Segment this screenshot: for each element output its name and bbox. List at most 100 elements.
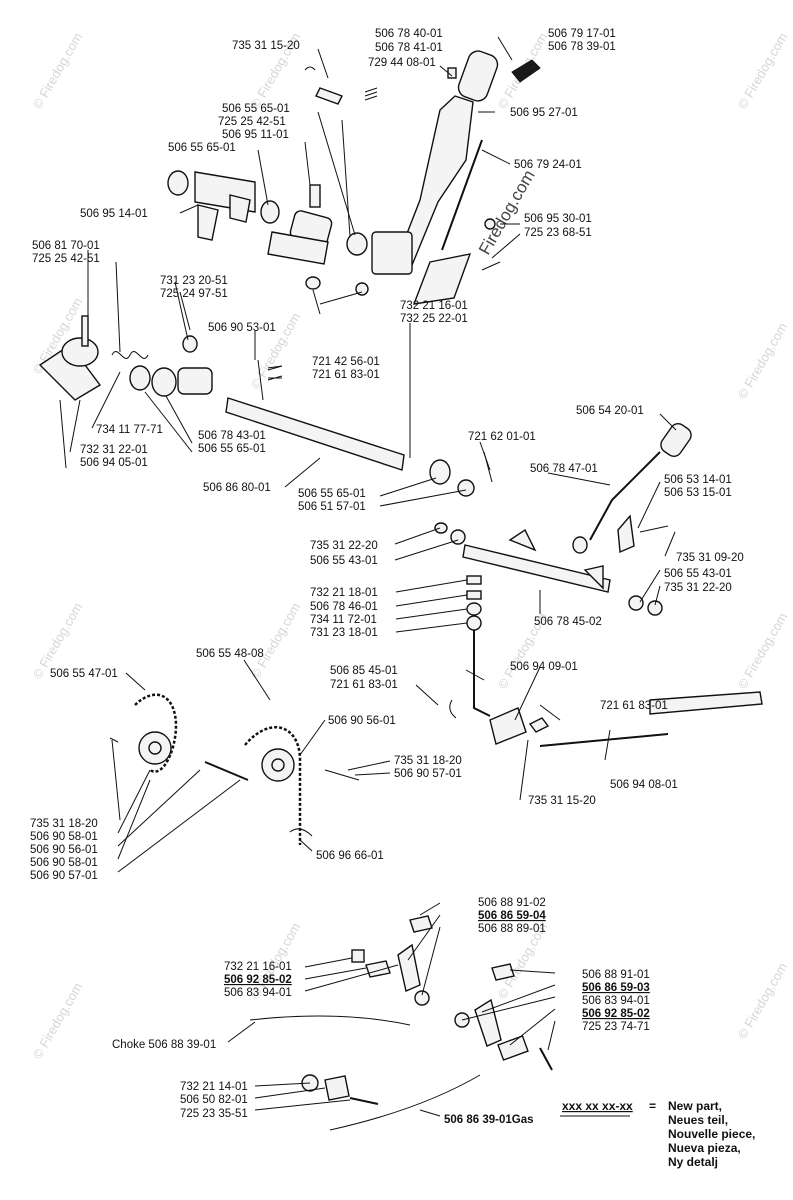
part-label: 506 95 14-01 xyxy=(80,208,148,220)
part-label: 732 25 22-01 xyxy=(400,313,468,325)
part-label: 506 90 56-01 xyxy=(328,715,396,727)
part-label: 732 21 14-01 xyxy=(180,1081,248,1093)
part-label: 725 25 42-51 xyxy=(32,253,100,265)
part-label: 721 42 56-01 xyxy=(312,356,380,368)
part-labels: 506 79 17-01 506 78 39-01 735 31 15-20 5… xyxy=(30,28,744,1126)
part-label: 506 94 05-01 xyxy=(80,457,148,469)
watermark-layer: © Firedog.com © Firedog.com © Firedog.co… xyxy=(30,30,791,1062)
part-label: 506 90 53-01 xyxy=(208,322,276,334)
part-label: 506 78 45-02 xyxy=(534,616,602,628)
part-label: 725 23 68-51 xyxy=(524,227,592,239)
part-label: 506 90 57-01 xyxy=(30,870,98,882)
part-label: 725 23 74-71 xyxy=(582,1021,650,1033)
part-label: 735 31 15-20 xyxy=(232,40,300,52)
part-label: 506 95 30-01 xyxy=(524,213,592,225)
part-label: 506 83 94-01 xyxy=(582,995,650,1007)
part-label: 735 31 22-20 xyxy=(310,540,378,552)
watermark: © Firedog.com xyxy=(735,610,791,692)
part-label: 506 90 58-01 xyxy=(30,831,98,843)
watermark: © Firedog.com xyxy=(30,30,86,112)
part-label: 506 95 11-01 xyxy=(222,129,289,141)
part-label: 506 88 91-01 xyxy=(582,969,650,981)
part-label: 506 55 43-01 xyxy=(310,555,378,567)
part-label: 506 95 27-01 xyxy=(510,107,578,119)
part-label: 735 31 15-20 xyxy=(528,795,596,807)
watermark: © Firedog.com xyxy=(30,980,86,1062)
part-label: 506 94 08-01 xyxy=(610,779,678,791)
part-label: 506 78 47-01 xyxy=(530,463,598,475)
part-label: 506 81 70-01 xyxy=(32,240,100,252)
legend-code: xxx xx xx-xx xyxy=(562,1099,633,1113)
part-label: 506 55 47-01 xyxy=(50,668,118,680)
parts-drawing xyxy=(38,50,763,1131)
part-label: 732 31 22-01 xyxy=(80,444,148,456)
legend-line: Nueva pieza, xyxy=(668,1141,741,1155)
legend-line: Neues teil, xyxy=(668,1113,728,1127)
part-label: 506 94 09-01 xyxy=(510,661,578,673)
part-label: 506 78 40-01 xyxy=(375,28,443,40)
part-label: 725 24 97-51 xyxy=(160,288,228,300)
part-label: 734 11 77-71 xyxy=(96,424,163,436)
part-label: 735 31 18-20 xyxy=(394,755,462,767)
part-label: 506 55 65-01 xyxy=(298,488,366,500)
part-label-new: 506 86 59-03 xyxy=(582,982,650,994)
part-label: 731 23 18-01 xyxy=(310,627,378,639)
part-label: 721 61 83-01 xyxy=(330,679,398,691)
part-label: 506 78 43-01 xyxy=(198,430,266,442)
part-label: 506 78 46-01 xyxy=(310,601,378,613)
legend-line: New part, xyxy=(668,1099,722,1113)
part-label: 506 85 45-01 xyxy=(330,665,398,677)
part-label: 506 86 39-01Gas xyxy=(444,1114,534,1126)
part-label: 732 21 16-01 xyxy=(400,300,468,312)
part-label: 721 61 83-01 xyxy=(312,369,380,381)
part-label: 732 21 16-01 xyxy=(224,961,292,973)
part-label-new: 506 92 85-02 xyxy=(582,1008,650,1020)
part-label: Choke 506 88 39-01 xyxy=(112,1039,216,1051)
part-label: 735 31 09-20 xyxy=(676,552,744,564)
part-label: 506 55 65-01 xyxy=(168,142,236,154)
part-label: 506 79 24-01 xyxy=(514,159,582,171)
watermark: © Firedog.com xyxy=(735,960,791,1042)
part-label: 506 78 39-01 xyxy=(548,41,616,53)
part-label: 731 23 20-51 xyxy=(160,275,228,287)
part-label: 506 96 66-01 xyxy=(316,850,384,862)
part-label: 506 55 65-01 xyxy=(222,103,290,115)
part-label: 506 90 56-01 xyxy=(30,844,98,856)
legend-equals: = xyxy=(649,1099,656,1113)
legend-line: Ny detalj xyxy=(668,1155,718,1169)
part-label: 725 25 42-51 xyxy=(218,116,286,128)
part-label: 725 23 35-51 xyxy=(180,1108,248,1120)
watermark: © Firedog.com xyxy=(248,600,304,682)
part-label: 506 55 43-01 xyxy=(664,568,732,580)
part-label: 721 61 83-01 xyxy=(600,700,668,712)
legend: xxx xx xx-xx = New part, Neues teil, Nou… xyxy=(562,1099,755,1169)
part-label-new: 506 92 85-02 xyxy=(224,974,292,986)
part-label: 506 90 58-01 xyxy=(30,857,98,869)
part-label: 506 88 91-02 xyxy=(478,897,546,909)
part-label: 506 53 14-01 xyxy=(664,474,732,486)
part-label: 734 11 72-01 xyxy=(310,614,377,626)
part-label: 506 53 15-01 xyxy=(664,487,732,499)
part-label: 506 51 57-01 xyxy=(298,501,366,513)
part-label: 735 31 22-20 xyxy=(664,582,732,594)
part-label: 721 62 01-01 xyxy=(468,431,536,443)
part-label: 506 55 65-01 xyxy=(198,443,266,455)
part-label: 506 83 94-01 xyxy=(224,987,292,999)
part-label: 506 54 20-01 xyxy=(576,405,644,417)
part-label-new: 506 86 59-04 xyxy=(478,910,546,922)
leader-lines xyxy=(59,36,677,1117)
watermark: © Firedog.com xyxy=(735,320,791,402)
part-label: 729 44 08-01 xyxy=(368,57,436,69)
part-label: 732 21 18-01 xyxy=(310,587,378,599)
part-label: 506 86 80-01 xyxy=(203,482,271,494)
part-label: 506 78 41-01 xyxy=(375,42,443,54)
part-label: 506 55 48-08 xyxy=(196,648,264,660)
part-label: 506 90 57-01 xyxy=(394,768,462,780)
part-label: 506 79 17-01 xyxy=(548,28,616,40)
part-label: 506 50 82-01 xyxy=(180,1094,248,1106)
part-label: 735 31 18-20 xyxy=(30,818,98,830)
watermark: © Firedog.com xyxy=(735,30,791,112)
part-label: 506 88 89-01 xyxy=(478,923,546,935)
legend-line: Nouvelle piece, xyxy=(668,1127,755,1141)
